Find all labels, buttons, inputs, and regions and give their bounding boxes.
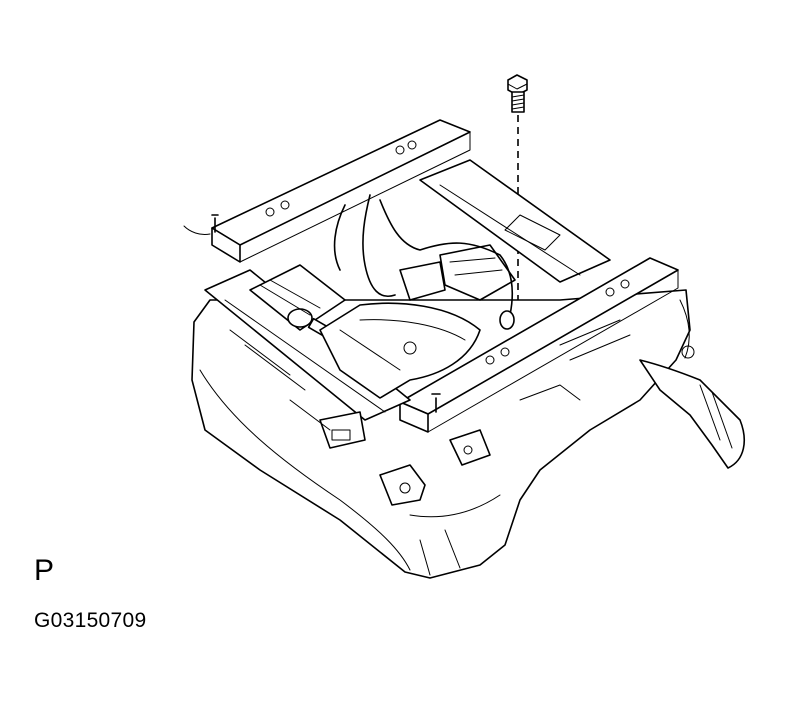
figure-id: G03150709 [34,609,147,632]
front-brackets [319,411,491,506]
side-lever [639,299,746,469]
rear-cross-member [419,159,611,283]
left-seat-rail [183,119,471,263]
bolt-icon [507,74,528,113]
seat-motor-rear [399,244,516,301]
view-label: P [34,554,55,587]
wire-harness [333,194,515,330]
seat-motor-left [249,264,346,337]
frame-details [229,319,631,431]
center-motor-housing [319,302,481,399]
right-seat-rail [399,257,679,433]
